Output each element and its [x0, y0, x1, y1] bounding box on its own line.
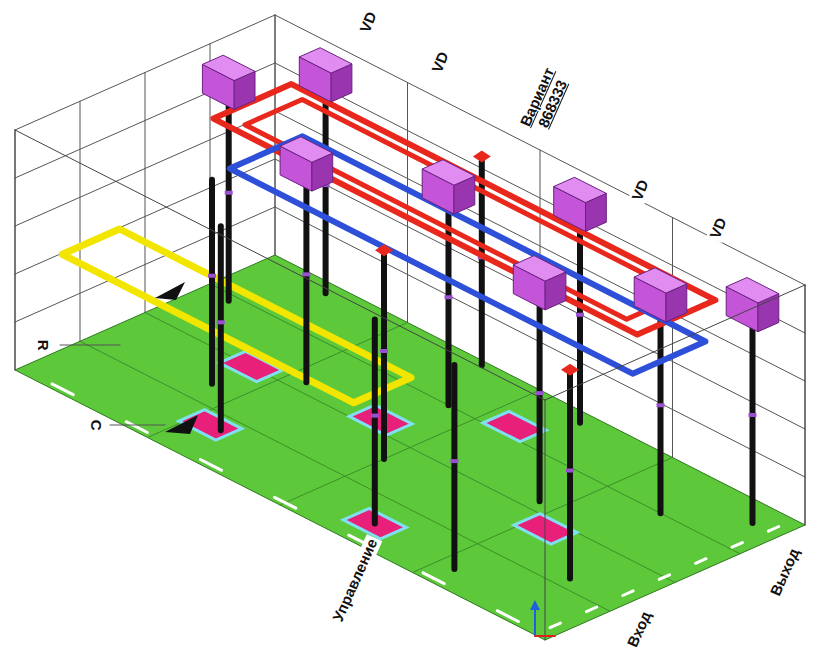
text-label: Вариант 868333	[514, 59, 575, 142]
floor-grid-line	[280, 390, 540, 505]
edge-dash	[696, 559, 706, 564]
driver-block	[634, 268, 687, 293]
text-label: VD	[356, 7, 381, 36]
pillar-joint	[208, 274, 216, 278]
contact-pad	[219, 351, 282, 381]
leader-line	[60, 345, 120, 346]
driver-block	[202, 55, 255, 80]
floor-plane	[15, 255, 805, 640]
floor-grid-line	[80, 341, 610, 611]
pillar-joint	[657, 403, 665, 407]
text-label: Выход	[766, 544, 803, 600]
ground-rail-loop	[230, 136, 706, 373]
control-bus-loop	[62, 229, 411, 403]
via-pillar	[323, 89, 329, 293]
edge-dash	[52, 384, 73, 395]
frame-line	[545, 285, 805, 400]
pillar-joint	[371, 414, 379, 418]
edge-dash	[423, 573, 444, 584]
pillar-joint	[450, 459, 458, 463]
edge-dash	[659, 575, 669, 580]
axis-arrow	[534, 606, 536, 636]
edge-dash	[497, 611, 518, 622]
pillar-joint	[217, 320, 225, 324]
text-label: Управление	[329, 534, 382, 625]
edge-dash	[586, 607, 596, 612]
pointer-arrow	[165, 415, 198, 434]
pointer-arrow	[155, 282, 185, 300]
via-pillar	[381, 255, 387, 459]
pillar-joint	[225, 191, 233, 195]
pillar-joint	[576, 313, 584, 317]
text-label: C	[87, 418, 104, 433]
text-label: R	[34, 338, 51, 353]
edge-dash	[200, 460, 221, 471]
frame-line	[275, 15, 276, 255]
edge-dash	[550, 623, 560, 628]
frame-line	[805, 285, 806, 525]
via-pillar	[218, 226, 224, 430]
frame-line	[15, 130, 545, 400]
pillar-joint	[536, 391, 544, 395]
pillar-cap	[375, 244, 393, 256]
edge-dash	[126, 422, 147, 433]
driver-block	[280, 137, 333, 163]
pillar-joint	[749, 413, 757, 417]
axis-arrow	[530, 600, 540, 610]
edge-dash	[275, 497, 296, 508]
via-pillar	[372, 320, 378, 524]
via-pillar	[451, 365, 457, 569]
frame-line	[15, 130, 16, 370]
frame-line	[545, 400, 546, 640]
contact-pad	[349, 405, 412, 436]
axis-arrow	[535, 635, 555, 637]
frame-line	[672, 218, 673, 458]
via-pillar	[750, 319, 756, 523]
frame-line	[407, 83, 408, 323]
edge-dash	[623, 591, 633, 596]
frame-line	[805, 285, 806, 525]
driver-block	[299, 48, 352, 73]
power-rail-loop	[213, 84, 715, 335]
text-label: VD	[628, 175, 653, 204]
text-label: Вход	[624, 607, 656, 651]
via-pillar	[577, 219, 583, 423]
pillar-cap	[561, 364, 579, 376]
text-label: VD	[428, 47, 453, 76]
leader-line	[110, 425, 165, 426]
driver-block	[726, 278, 779, 303]
driver-block	[513, 256, 566, 282]
via-pillar	[209, 180, 215, 384]
edge-dash	[768, 527, 778, 532]
via-pillar	[567, 375, 573, 579]
frame-line	[145, 73, 146, 313]
text-label: VD	[706, 213, 731, 242]
pillar-joint	[302, 272, 310, 276]
edge-dash	[732, 543, 742, 548]
frame-line	[275, 15, 276, 255]
pillar-joint	[566, 469, 574, 473]
pillar-joint	[445, 295, 453, 299]
pillar-cap	[473, 151, 491, 163]
driver-block	[422, 160, 475, 186]
via-pillar	[658, 309, 664, 513]
driver-block	[554, 177, 607, 202]
frame-line	[80, 101, 81, 341]
frame-line	[15, 130, 16, 370]
pillar-joint	[380, 349, 388, 353]
